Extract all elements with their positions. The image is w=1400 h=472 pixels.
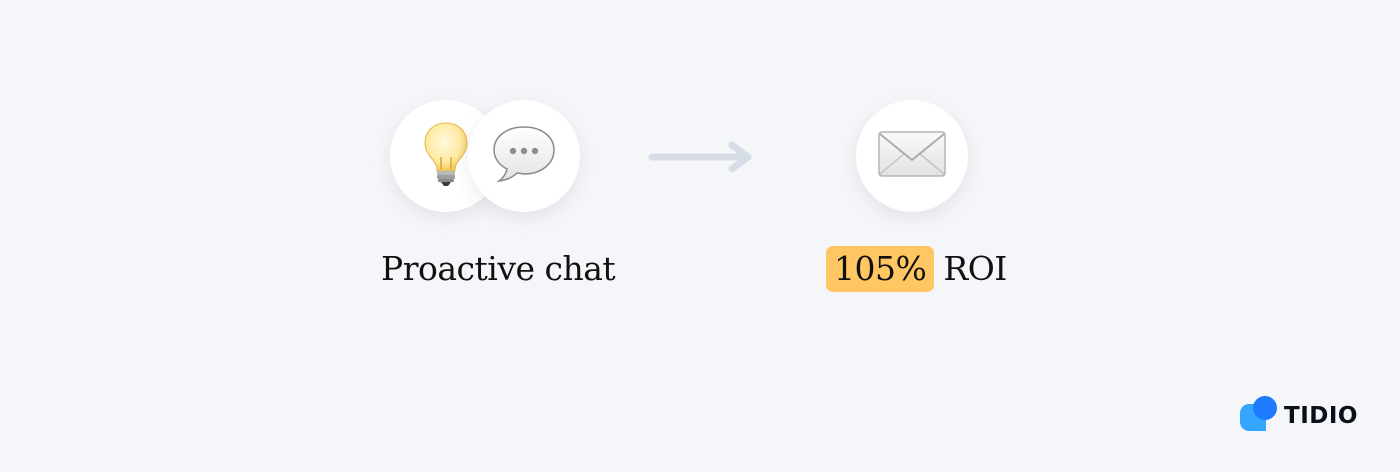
roi-text: ROI bbox=[943, 249, 1007, 288]
speech-bubble-icon bbox=[490, 123, 558, 189]
tidio-logo-text: TIDIO bbox=[1284, 403, 1358, 429]
speech-bubble-circle bbox=[468, 100, 580, 212]
proactive-chat-label: Proactive chat bbox=[381, 249, 616, 288]
envelope-icon bbox=[877, 129, 947, 183]
roi-percent-badge: 105% bbox=[826, 246, 935, 292]
arrow-right-icon bbox=[648, 140, 754, 178]
envelope-circle bbox=[856, 100, 968, 212]
roi-label: 105% ROI bbox=[826, 246, 1007, 292]
tidio-logo: TIDIO bbox=[1240, 395, 1358, 437]
tidio-logo-icon bbox=[1240, 395, 1278, 437]
lightbulb-icon bbox=[422, 121, 470, 191]
